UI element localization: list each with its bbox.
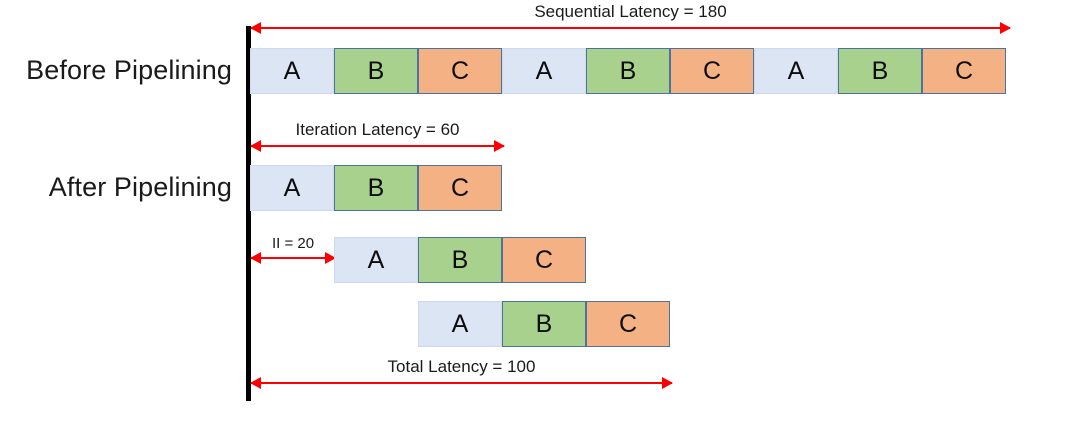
arrow-line (251, 145, 504, 147)
stage-block-c: C (922, 48, 1006, 94)
measurement-label-iteration-latency: Iteration Latency = 60 (295, 120, 460, 140)
stage-block-b: B (418, 237, 502, 283)
stage-block-a: A (754, 48, 838, 94)
arrow-head-left (250, 252, 261, 264)
stage-block-b: B (586, 48, 670, 94)
arrow-head-right (325, 252, 336, 264)
arrow-head-right (494, 140, 505, 152)
measurement-label-sequential-latency: Sequential Latency = 180 (534, 2, 727, 22)
timeline-pipelined-iteration-2: A B C (334, 237, 586, 283)
stage-block-a: A (502, 48, 586, 94)
measurement-initiation-interval: II = 20 (250, 235, 336, 264)
arrow-head-right (662, 377, 673, 389)
stage-block-a: A (250, 48, 334, 94)
stage-block-b: B (838, 48, 922, 94)
stage-block-c: C (418, 165, 502, 211)
stage-block-b: B (334, 48, 418, 94)
stage-block-c: C (502, 237, 586, 283)
timeline-sequential: A B C A B C A B C (250, 48, 1006, 94)
arrow-head-left (250, 22, 261, 34)
measurement-total-latency: Total Latency = 100 (250, 358, 673, 389)
time-origin-axis (246, 26, 251, 401)
stage-block-c: C (418, 48, 502, 94)
timeline-pipelined-iteration-3: A B C (418, 301, 670, 347)
stage-block-b: B (334, 165, 418, 211)
arrow-head-left (250, 377, 261, 389)
timeline-pipelined-iteration-1: A B C (250, 165, 502, 211)
arrow-line (251, 382, 672, 384)
measurement-label-initiation-interval: II = 20 (271, 234, 315, 252)
measurement-label-total-latency: Total Latency = 100 (387, 357, 536, 377)
stage-block-a: A (418, 301, 502, 347)
stage-block-a: A (250, 165, 334, 211)
arrow-head-left (250, 140, 261, 152)
measurement-sequential-latency: Sequential Latency = 180 (250, 3, 1011, 34)
row-label-before-pipelining: Before Pipelining (26, 55, 232, 85)
stage-block-c: C (586, 301, 670, 347)
arrow-head-right (1000, 22, 1011, 34)
stage-block-a: A (334, 237, 418, 283)
row-label-after-pipelining: After Pipelining (48, 172, 232, 202)
stage-block-b: B (502, 301, 586, 347)
measurement-iteration-latency: Iteration Latency = 60 (250, 121, 505, 152)
arrow-line (251, 27, 1010, 29)
arrow-line (251, 257, 335, 259)
stage-block-c: C (670, 48, 754, 94)
